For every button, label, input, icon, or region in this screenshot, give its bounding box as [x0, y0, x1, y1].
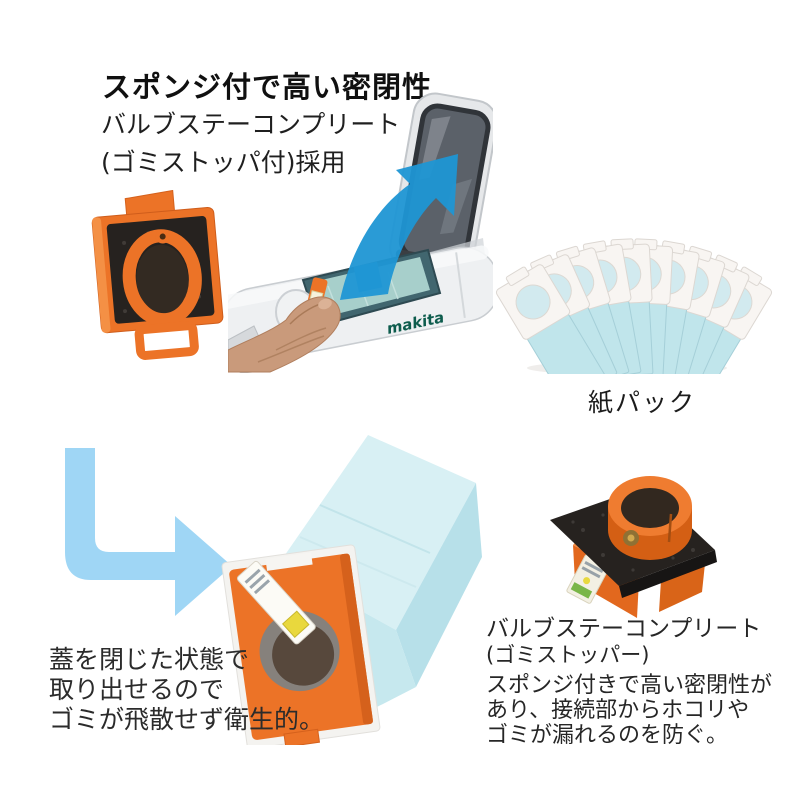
- valve-stay-front-image: [91, 190, 224, 360]
- ring-clasp-pin: [159, 233, 166, 240]
- hygiene-caption-line-3: ゴミが飛散せず衛生的。: [49, 705, 325, 734]
- hygiene-caption: 蓋を閉じた状態で 取り出せるので ゴミが飛散せず衛生的。: [49, 645, 324, 735]
- vacuum-open-lid-image: makita: [228, 92, 493, 373]
- valve-stay-top-image: [550, 476, 717, 618]
- valve-stay-caption-title: バルブステーコンプリート: [486, 616, 762, 642]
- bottom-loop: [134, 321, 199, 360]
- valve-stay-caption-line-3: ゴミが漏れるのを防ぐ。: [486, 723, 729, 748]
- valve-stay-caption-subtitle: (ゴミストッパー): [486, 643, 650, 667]
- page-title: スポンジ付で高い密閉性: [102, 70, 433, 104]
- hygiene-caption-line-2: 取り出せるので: [49, 675, 225, 704]
- ring-collar: [608, 476, 692, 560]
- valve-stay-caption-line-2: あり、接続部からホコリや: [486, 698, 750, 723]
- ring-hole: [621, 488, 679, 528]
- feature-subtitle-line-1: バルブステーコンプリート: [101, 110, 401, 139]
- bag-label: [236, 560, 316, 645]
- open-lid-arrow-icon: [340, 154, 458, 300]
- hand: [228, 296, 341, 373]
- valve-stay-caption: バルブステーコンプリート (ゴミストッパー) スポンジ付きで高い密閉性が あり、…: [486, 615, 772, 748]
- paper-pack-label: 紙パック: [588, 388, 697, 417]
- valve-stay-caption-line-1: スポンジ付きで高い密閉性が: [486, 673, 773, 698]
- feature-subtitle-line-2: (ゴミストッパ付)採用: [101, 148, 346, 177]
- hygiene-caption-line-1: 蓋を閉じた状態で: [49, 645, 250, 674]
- paper-pack-fan-image: [492, 237, 777, 374]
- ring-hole: [136, 244, 189, 315]
- feature-subtitle: バルブステーコンプリート (ゴミストッパ付)採用: [101, 106, 400, 182]
- paper-pack-stack: [492, 237, 777, 374]
- down-right-arrow-icon: [65, 448, 232, 616]
- plate-highlight: [92, 217, 111, 333]
- sponge-edge: [619, 550, 717, 598]
- dust-bag-image: [221, 435, 482, 745]
